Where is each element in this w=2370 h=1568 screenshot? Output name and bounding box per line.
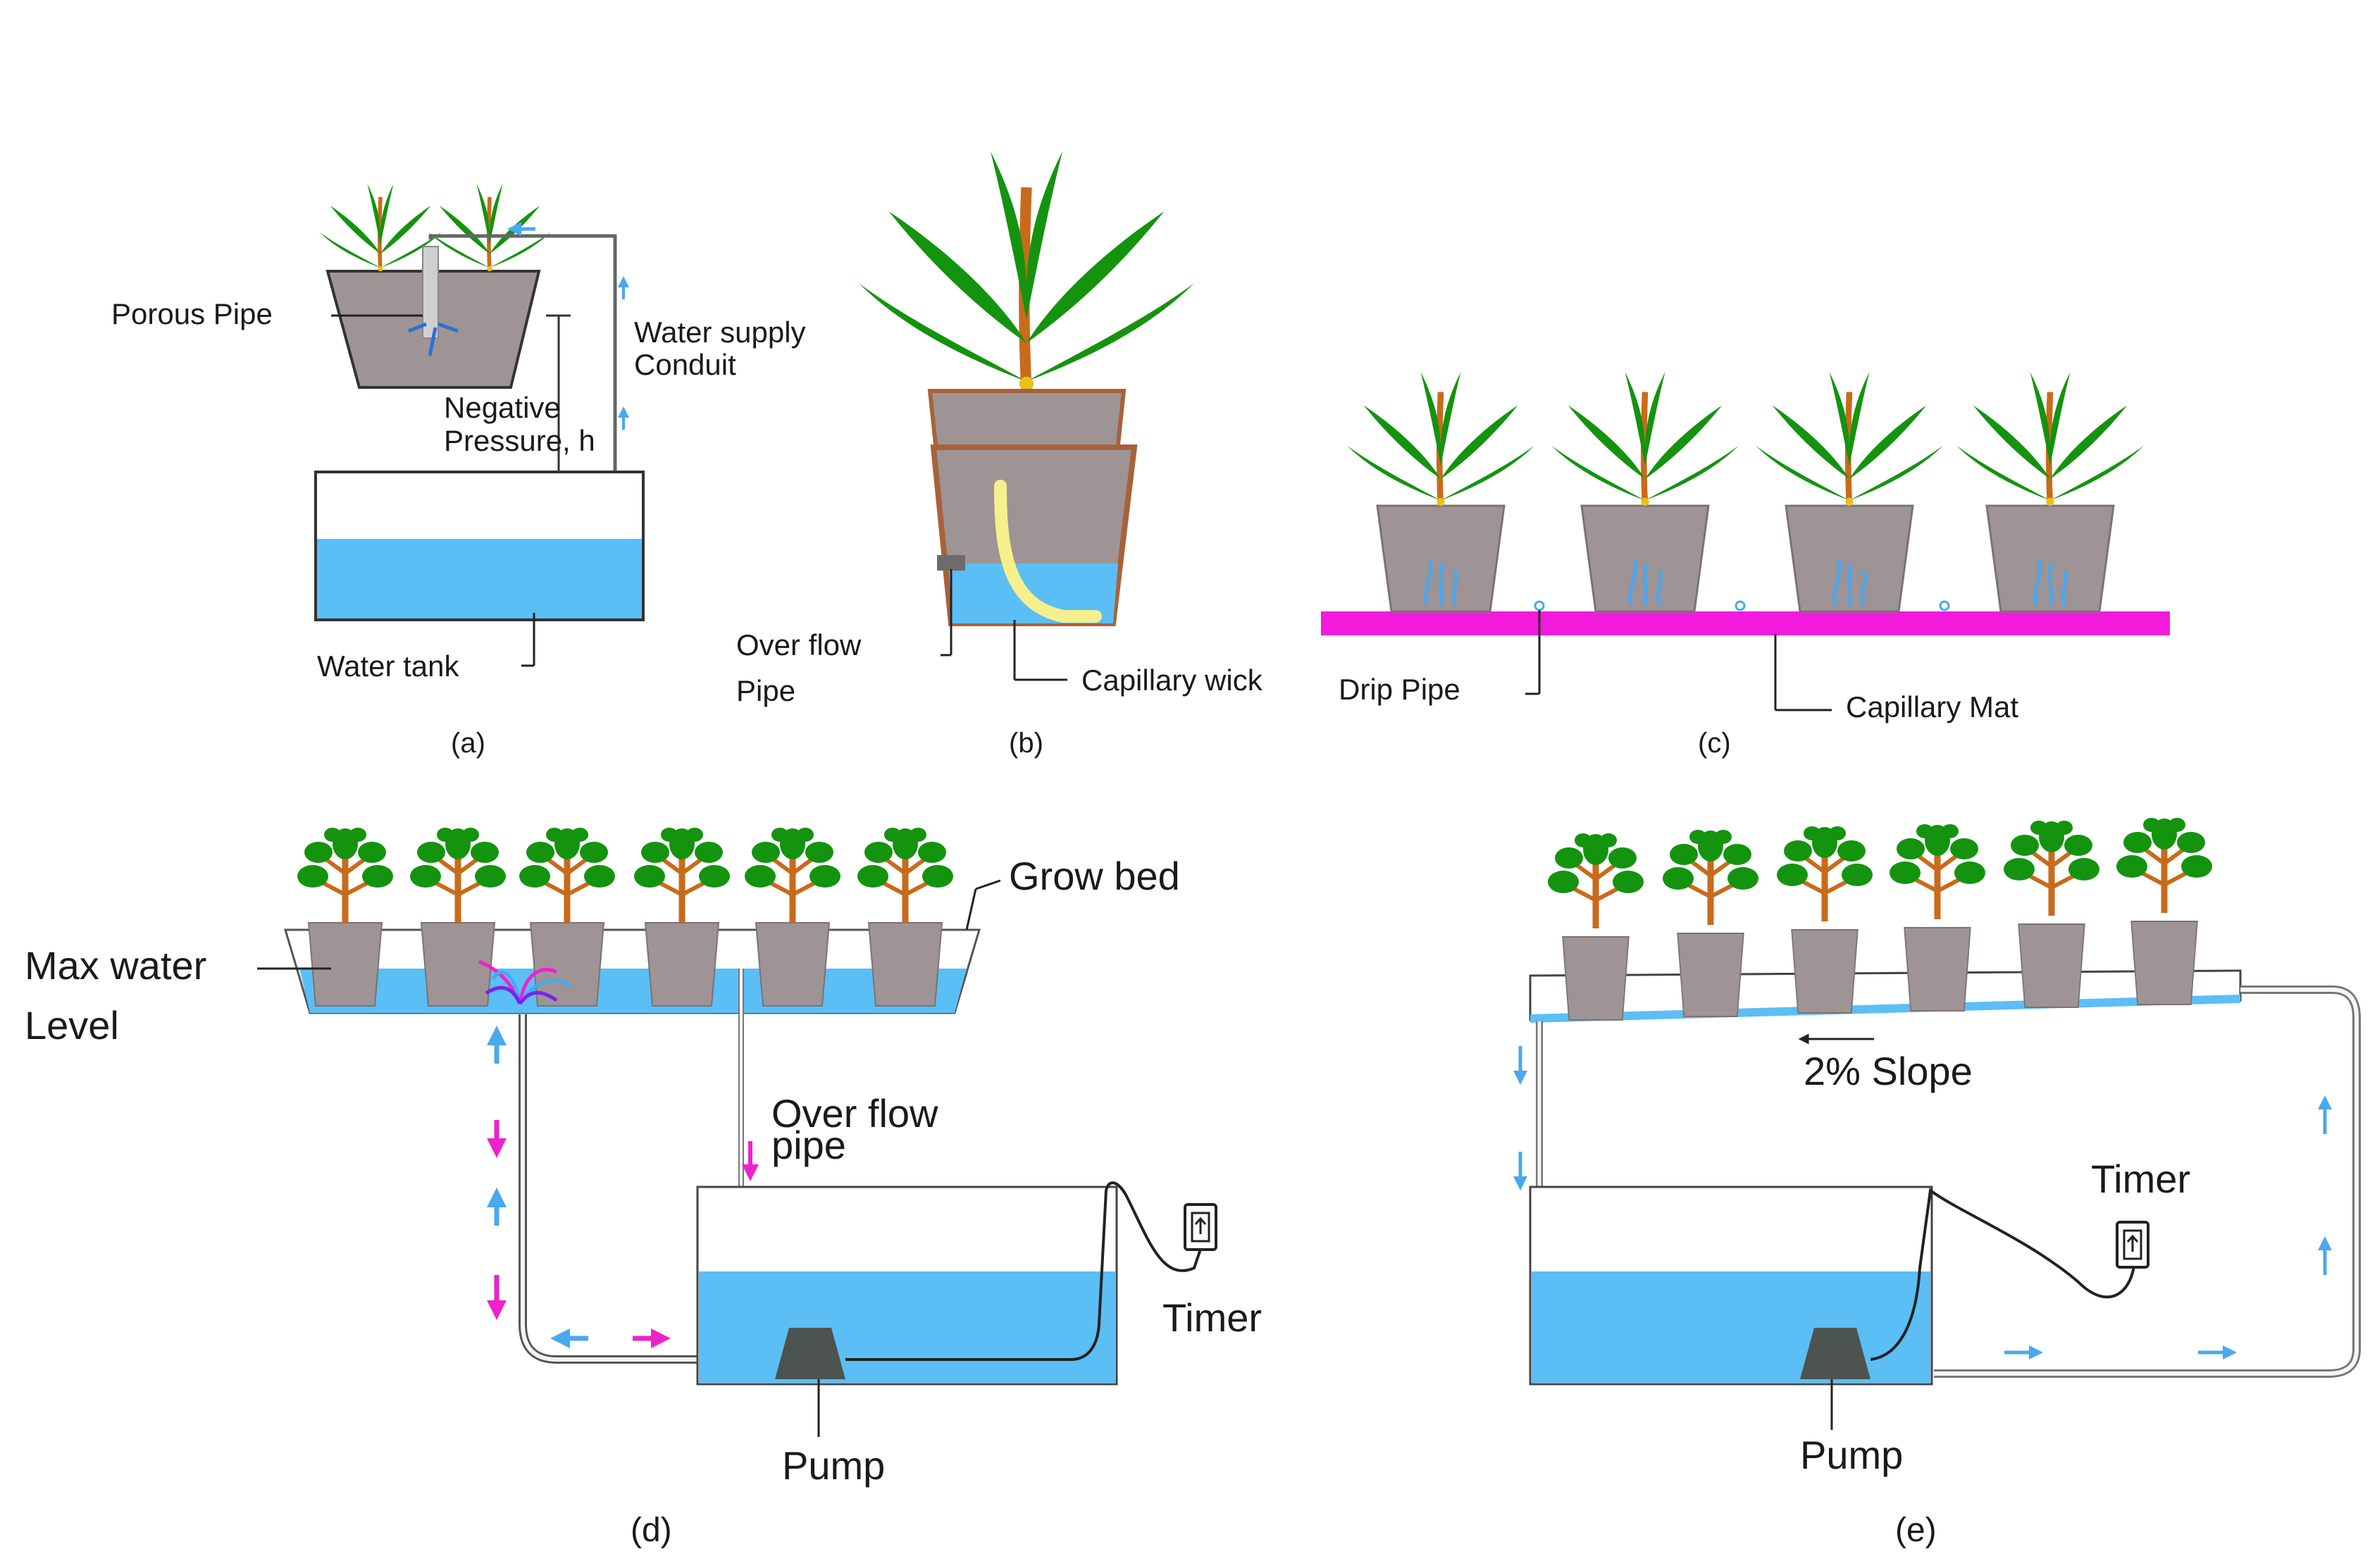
label-capillary-wick: Capillary wick: [1081, 664, 1263, 697]
label-water-supply: Water supply: [634, 316, 806, 349]
water-supply-conduit: [428, 234, 617, 571]
panel-b: Over flow Pipe Capillary wick (b): [736, 151, 1263, 759]
label-porous-pipe: Porous Pipe: [111, 297, 273, 330]
label-timer-d: Timer: [1162, 1295, 1262, 1340]
label-overflow-d1: Over flow: [771, 1091, 938, 1135]
flow-arrows-e: [1513, 1046, 2332, 1359]
label-overflow-b1: Over flow: [736, 628, 862, 661]
label-slope: 2% Slope: [1804, 1049, 1973, 1093]
caption-d: (d): [631, 1512, 672, 1549]
panel-c: Drip Pipe Capillary Mat (c): [1321, 372, 2170, 759]
label-overflow-b2: Pipe: [736, 674, 795, 707]
pump-d: [775, 1328, 845, 1379]
overflow-pipe-b: [937, 555, 965, 571]
caption-c: (c): [1698, 728, 1731, 759]
caption-a: (a): [451, 728, 485, 759]
panel-e: 2% Slope Timer Pump (e): [1513, 818, 2361, 1549]
timer-e: [2116, 1221, 2149, 1269]
panel-a: Porous Pipe Water supply Conduit Negativ…: [111, 184, 806, 759]
timer-cable-e: [1870, 1188, 2136, 1361]
label-max-water: Max water: [25, 943, 206, 988]
sprayer-d: [478, 959, 572, 1005]
caption-e: (e): [1895, 1512, 1937, 1549]
caption-b: (b): [1009, 728, 1043, 759]
reservoir-water-d: [699, 1271, 1115, 1383]
timer-d: [1184, 1203, 1217, 1251]
label-negative: Negative: [444, 391, 561, 424]
porous-pipe: [422, 246, 439, 339]
panel-d: Grow bed Max water Level Over flow pipe …: [25, 828, 1262, 1549]
seep-arrows: [408, 322, 459, 356]
timer-cable-d: [845, 1181, 1208, 1361]
label-water-tank: Water tank: [317, 649, 460, 683]
plant-b: [859, 151, 1194, 391]
label-conduit: Conduit: [634, 348, 736, 381]
label-capillary-mat: Capillary Mat: [1846, 690, 2018, 723]
label-pump-d: Pump: [782, 1443, 885, 1488]
pump-e: [1800, 1328, 1870, 1379]
label-pressure-h: Pressure, h: [444, 424, 595, 457]
label-grow-bed: Grow bed: [1009, 854, 1180, 898]
label-level: Level: [25, 1003, 119, 1047]
label-overflow-d2: pipe: [771, 1123, 846, 1167]
reservoir-water-b: [949, 564, 1118, 623]
flow-arrows-d: [487, 1026, 759, 1348]
grow-bed-water-d: [299, 969, 967, 1013]
reservoir-water-e: [1532, 1271, 1930, 1383]
capillary-rise-marks: [1424, 559, 2068, 606]
growbed-leader: [965, 888, 977, 931]
label-timer-e: Timer: [2091, 1157, 2190, 1201]
drip-emitters: [1534, 600, 1950, 611]
capillary-mat: [1321, 611, 2170, 635]
label-drip-pipe: Drip Pipe: [1339, 673, 1460, 706]
label-pump-e: Pump: [1800, 1433, 1903, 1477]
tank-water-a: [317, 539, 642, 618]
capillary-wick: [994, 480, 1102, 623]
